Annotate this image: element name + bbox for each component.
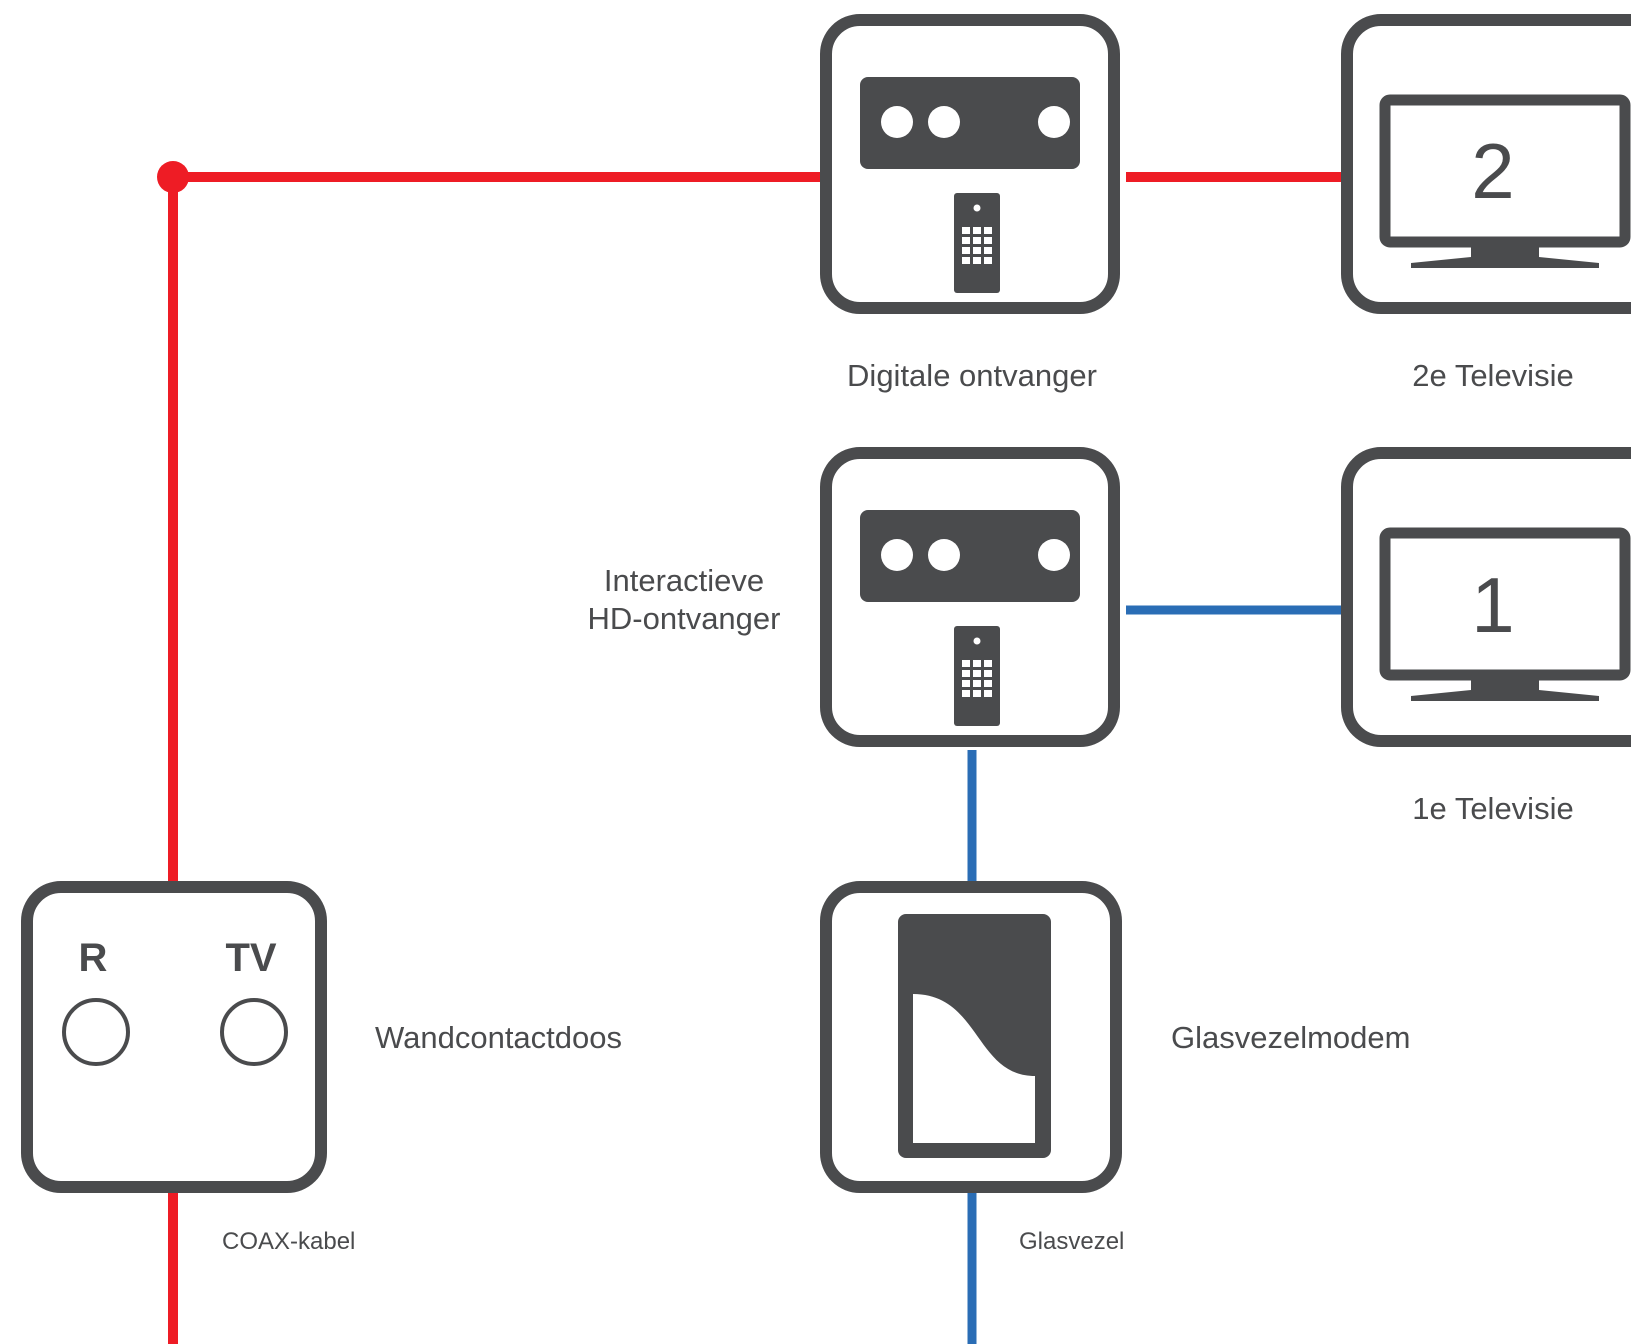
fiber-modem-label: Glasvezelmodem [1171,1020,1410,1055]
tv-port-circle [220,998,288,1066]
hd-receiver-label-line1: Interactieve [604,563,764,598]
fiber-modem-icon [820,881,1122,1193]
fiber-modem: Glasvezelmodem [820,881,1410,1193]
hd-receiver-label-line2: HD-ontvanger [588,601,781,636]
wall-socket: R TV Wandcontactdoos [21,881,622,1193]
second-television: 2 2e Televisie [1347,20,1631,393]
coax-cable [168,172,1345,1344]
set-top-box-icon [826,453,1114,741]
second-television-number: 2 [1471,127,1514,215]
coax-junction-dot [157,161,189,193]
radio-port-label: R [79,936,108,980]
first-television-number: 1 [1471,561,1514,649]
wall-socket-icon [21,881,327,1193]
radio-port-circle [62,998,130,1066]
set-top-box-icon [826,20,1114,308]
wall-socket-label: Wandcontactdoos [375,1020,622,1055]
first-television: 1 1e Televisie [1347,453,1631,826]
digital-receiver-label: Digitale ontvanger [847,358,1097,393]
fiber-cable-label: Glasvezel [1019,1228,1124,1255]
coax-cable-label: COAX-kabel [222,1228,355,1255]
second-television-label: 2e Televisie [1412,358,1573,393]
tv-port-label: TV [225,936,276,980]
digital-receiver: Digitale ontvanger [826,20,1114,393]
hd-receiver: Interactieve HD-ontvanger [588,453,1114,741]
first-television-label: 1e Televisie [1412,791,1573,826]
